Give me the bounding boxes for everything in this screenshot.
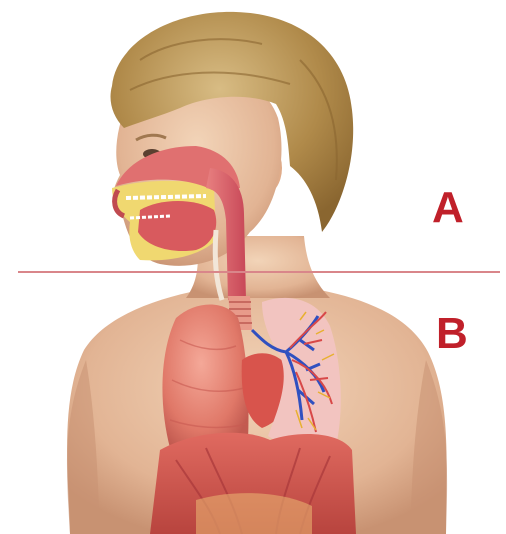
region-label-a: A	[432, 186, 464, 230]
region-label-b: B	[436, 312, 468, 356]
lung-right	[162, 305, 248, 452]
